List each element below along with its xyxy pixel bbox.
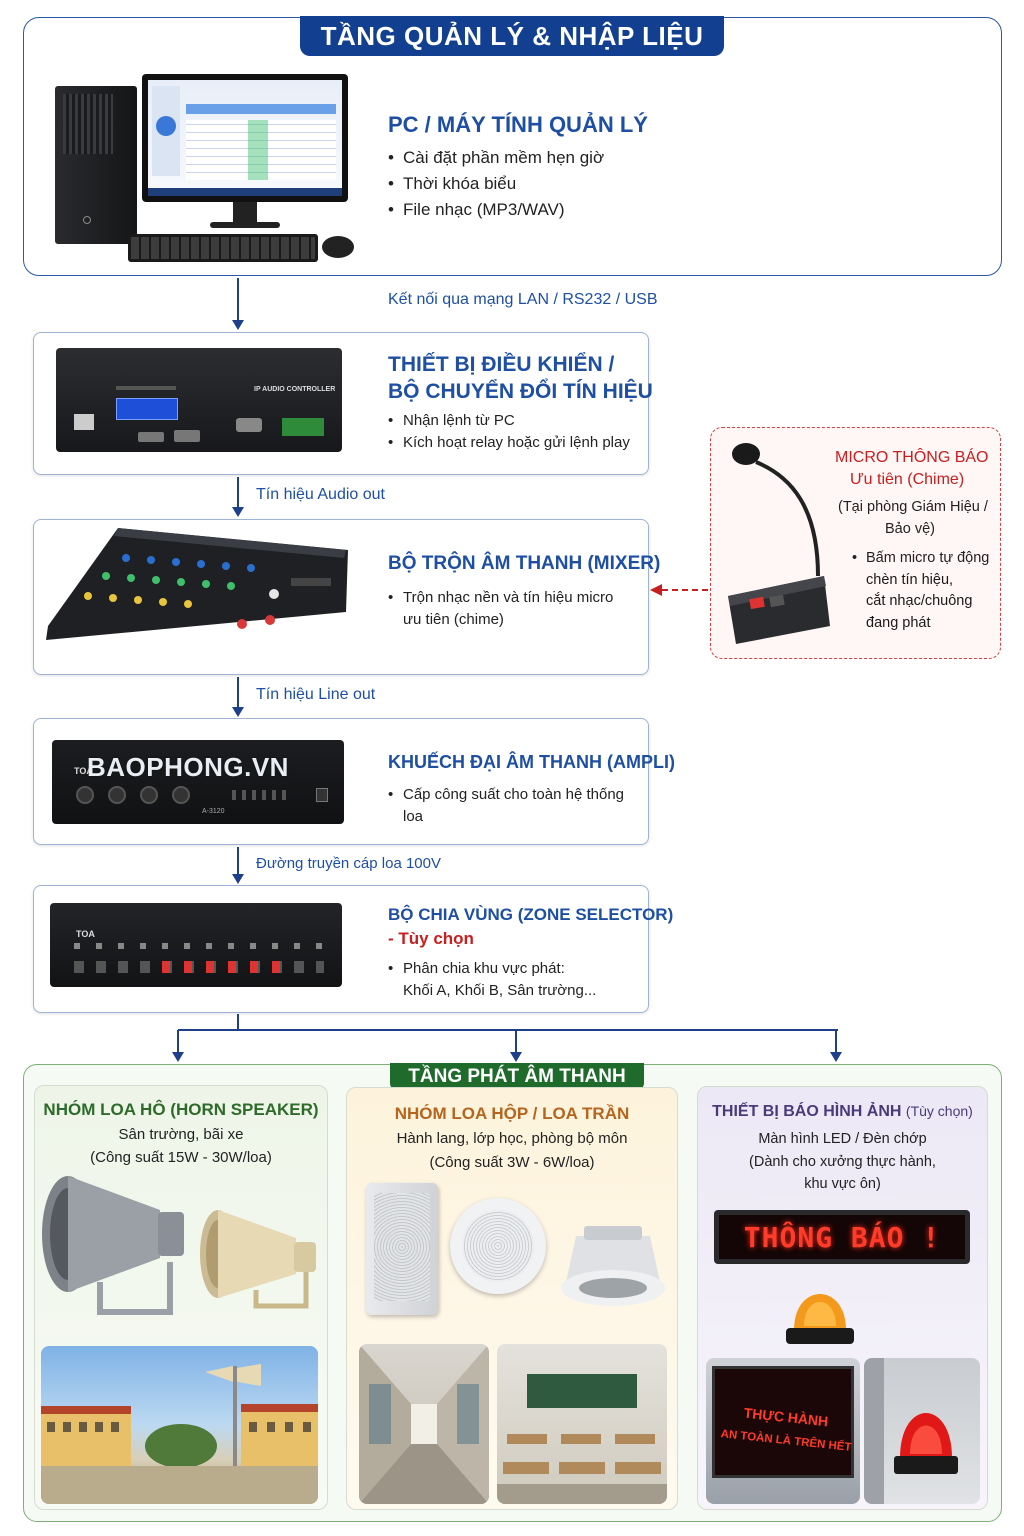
- arrow-pc-to-controller: [237, 278, 239, 320]
- controller-bullet: Kích hoạt relay hoặc gửi lệnh play: [388, 432, 648, 454]
- connection-label-cable: Đường truyền cáp loa 100V: [256, 855, 441, 872]
- strobe-light-orange: [786, 1294, 854, 1344]
- visual-line1: Màn hình LED / Đèn chớp: [758, 1131, 927, 1147]
- ceiling-speaker-flat: [450, 1198, 546, 1294]
- distribution-trunk: [237, 1014, 239, 1030]
- visual-line3: khu vực ôn): [804, 1176, 881, 1192]
- mixer-title: BỘ TRỘN ÂM THANH (MIXER): [388, 553, 661, 574]
- micro-device: [720, 436, 832, 650]
- arrow-head: [232, 320, 244, 330]
- red-strobe-photo: [864, 1358, 980, 1504]
- ampli-bullets: Cấp công suất cho toàn hệ thống loa: [388, 784, 648, 828]
- zone-title: BỘ CHIA VÙNG (ZONE SELECTOR): [388, 905, 674, 924]
- micro-bullet-cont: chèn tín hiệu,: [866, 571, 954, 588]
- management-layer-title: TẦNG QUẢN LÝ & NHẬP LIỆU: [300, 16, 724, 56]
- pc-tower: [55, 86, 137, 244]
- zone-bullet: Phân chia khu vực phát:: [388, 958, 638, 980]
- connection-label-lan: Kết nối qua mạng LAN / RS232 / USB: [388, 291, 658, 308]
- arrow-controller-to-mixer: [237, 477, 239, 507]
- led-display: THÔNG BÁO !: [714, 1210, 970, 1264]
- controller-device-label: IP AUDIO CONTROLLER: [254, 386, 336, 393]
- arrow-head: [172, 1052, 184, 1062]
- ampli-watermark: BAOPHONG.VN: [87, 752, 289, 782]
- visual-title: THIẾT BỊ BÁO HÌNH ẢNH: [712, 1103, 902, 1120]
- pc-title: PC / MÁY TÍNH QUẢN LÝ: [388, 112, 648, 137]
- ampli-device: TOA A-3120: [52, 740, 344, 824]
- micro-title: MICRO THÔNG BÁO: [835, 449, 989, 466]
- box-title: NHÓM LOA HỘP / LOA TRẦN: [394, 1104, 630, 1123]
- arrow-head: [232, 507, 244, 517]
- arrow-head: [232, 874, 244, 884]
- micro-location-line2: Bảo vệ): [885, 521, 935, 537]
- mixer-bullet-cont: ưu tiên (chime): [403, 611, 504, 628]
- connection-label-line: Tín hiệu Line out: [256, 686, 376, 703]
- zone-brand: TOA: [76, 929, 95, 939]
- arrow-micro-to-mixer: [650, 584, 710, 596]
- pc-mouse: [322, 236, 354, 258]
- micro-bullets: Bấm micro tự động chèn tín hiệu, cắt nhạ…: [852, 548, 998, 634]
- pc-monitor: [142, 74, 348, 202]
- distribution-branch: [177, 1030, 179, 1052]
- zone-bullets: Phân chia khu vực phát: Khối A, Khối B, …: [388, 958, 638, 1002]
- arrow-ampli-to-zone: [237, 847, 239, 874]
- ampli-brand: TOA: [74, 766, 93, 776]
- micro-subtitle: Ưu tiên (Chime): [850, 471, 965, 488]
- zone-device: TOA: [50, 903, 342, 987]
- ampli-bullet: Cấp công suất cho toàn hệ thống loa: [388, 784, 648, 828]
- horn-title: NHÓM LOA HÔ (HORN SPEAKER): [43, 1100, 319, 1119]
- pc-bullet: File nhạc (MP3/WAV): [388, 197, 688, 223]
- controller-bullet: Nhận lệnh từ PC: [388, 410, 648, 432]
- controller-title-line2: BỘ CHUYỂN ĐỔI TÍN HIỆU: [388, 380, 653, 403]
- micro-bullet: Bấm micro tự động: [852, 548, 998, 570]
- mixer-bullet: Trộn nhạc nền và tín hiệu micro: [388, 587, 638, 609]
- output-layer-title: TẦNG PHÁT ÂM THANH: [390, 1063, 644, 1091]
- safety-sign-photo: THỰC HÀNH AN TOÀN LÀ TRÊN HẾT: [706, 1358, 860, 1504]
- mixer-device: [46, 528, 348, 640]
- distribution-branch: [835, 1030, 837, 1052]
- mixer-bullets: Trộn nhạc nền và tín hiệu micro ưu tiên …: [388, 587, 638, 631]
- micro-location-line1: (Tại phòng Giám Hiệu /: [838, 499, 988, 515]
- ampli-model: A-3120: [202, 808, 225, 815]
- horn-speaker-beige: [200, 1210, 316, 1309]
- arrow-head: [830, 1052, 842, 1062]
- box-line1: Hành lang, lớp học, phòng bộ môn: [396, 1130, 628, 1147]
- box-line2: (Công suất 3W - 6W/loa): [429, 1154, 595, 1171]
- pc-bullet: Thời khóa biểu: [388, 171, 688, 197]
- ceiling-speaker-can: [561, 1226, 665, 1306]
- horn-speaker-gray: [42, 1176, 184, 1315]
- schoolyard-photo: [41, 1346, 318, 1504]
- pc-bullets: Cài đặt phần mềm hẹn giờ Thời khóa biểu …: [388, 145, 688, 223]
- visual-title-optional: (Tùy chọn): [905, 1103, 973, 1119]
- safety-sign-line1: THỰC HÀNH: [743, 1404, 829, 1430]
- zone-optional: - Tùy chọn: [388, 929, 474, 948]
- zone-bullet-cont: Khối A, Khối B, Sân trường...: [403, 982, 597, 999]
- controller-device: IP AUDIO CONTROLLER: [56, 348, 342, 452]
- controller-title-line1: THIẾT BỊ ĐIỀU KHIỂN /: [388, 353, 615, 376]
- micro-bullet-cont: đang phát: [866, 614, 931, 631]
- led-display-text: THÔNG BÁO !: [743, 1220, 941, 1254]
- arrow-head: [510, 1052, 522, 1062]
- distribution-branch: [515, 1030, 517, 1052]
- box-speaker: [366, 1183, 438, 1315]
- horn-line1: Sân trường, bãi xe: [118, 1126, 244, 1143]
- micro-bullet-cont: cắt nhạc/chuông: [866, 593, 973, 609]
- classroom-photo: [497, 1344, 667, 1504]
- horn-line2: (Công suất 15W - 30W/loa): [90, 1149, 272, 1166]
- safety-sign-line2: AN TOÀN LÀ TRÊN HẾT: [720, 1428, 852, 1454]
- connection-label-audio: Tín hiệu Audio out: [256, 486, 385, 503]
- pc-bullet: Cài đặt phần mềm hẹn giờ: [388, 145, 688, 171]
- controller-bullets: Nhận lệnh từ PC Kích hoạt relay hoặc gửi…: [388, 410, 648, 454]
- arrow-head: [232, 707, 244, 717]
- distribution-bus: [178, 1029, 838, 1031]
- ampli-title: KHUẾCH ĐẠI ÂM THANH (AMPLI): [388, 752, 675, 772]
- visual-title-row: THIẾT BỊ BÁO HÌNH ẢNH (Tùy chọn): [697, 1103, 988, 1121]
- visual-line2: (Dành cho xưởng thực hành,: [749, 1154, 936, 1170]
- pc-keyboard: [128, 234, 318, 262]
- corridor-photo: [359, 1344, 489, 1504]
- pc-illustration: [50, 74, 360, 270]
- arrow-mixer-to-ampli: [237, 677, 239, 707]
